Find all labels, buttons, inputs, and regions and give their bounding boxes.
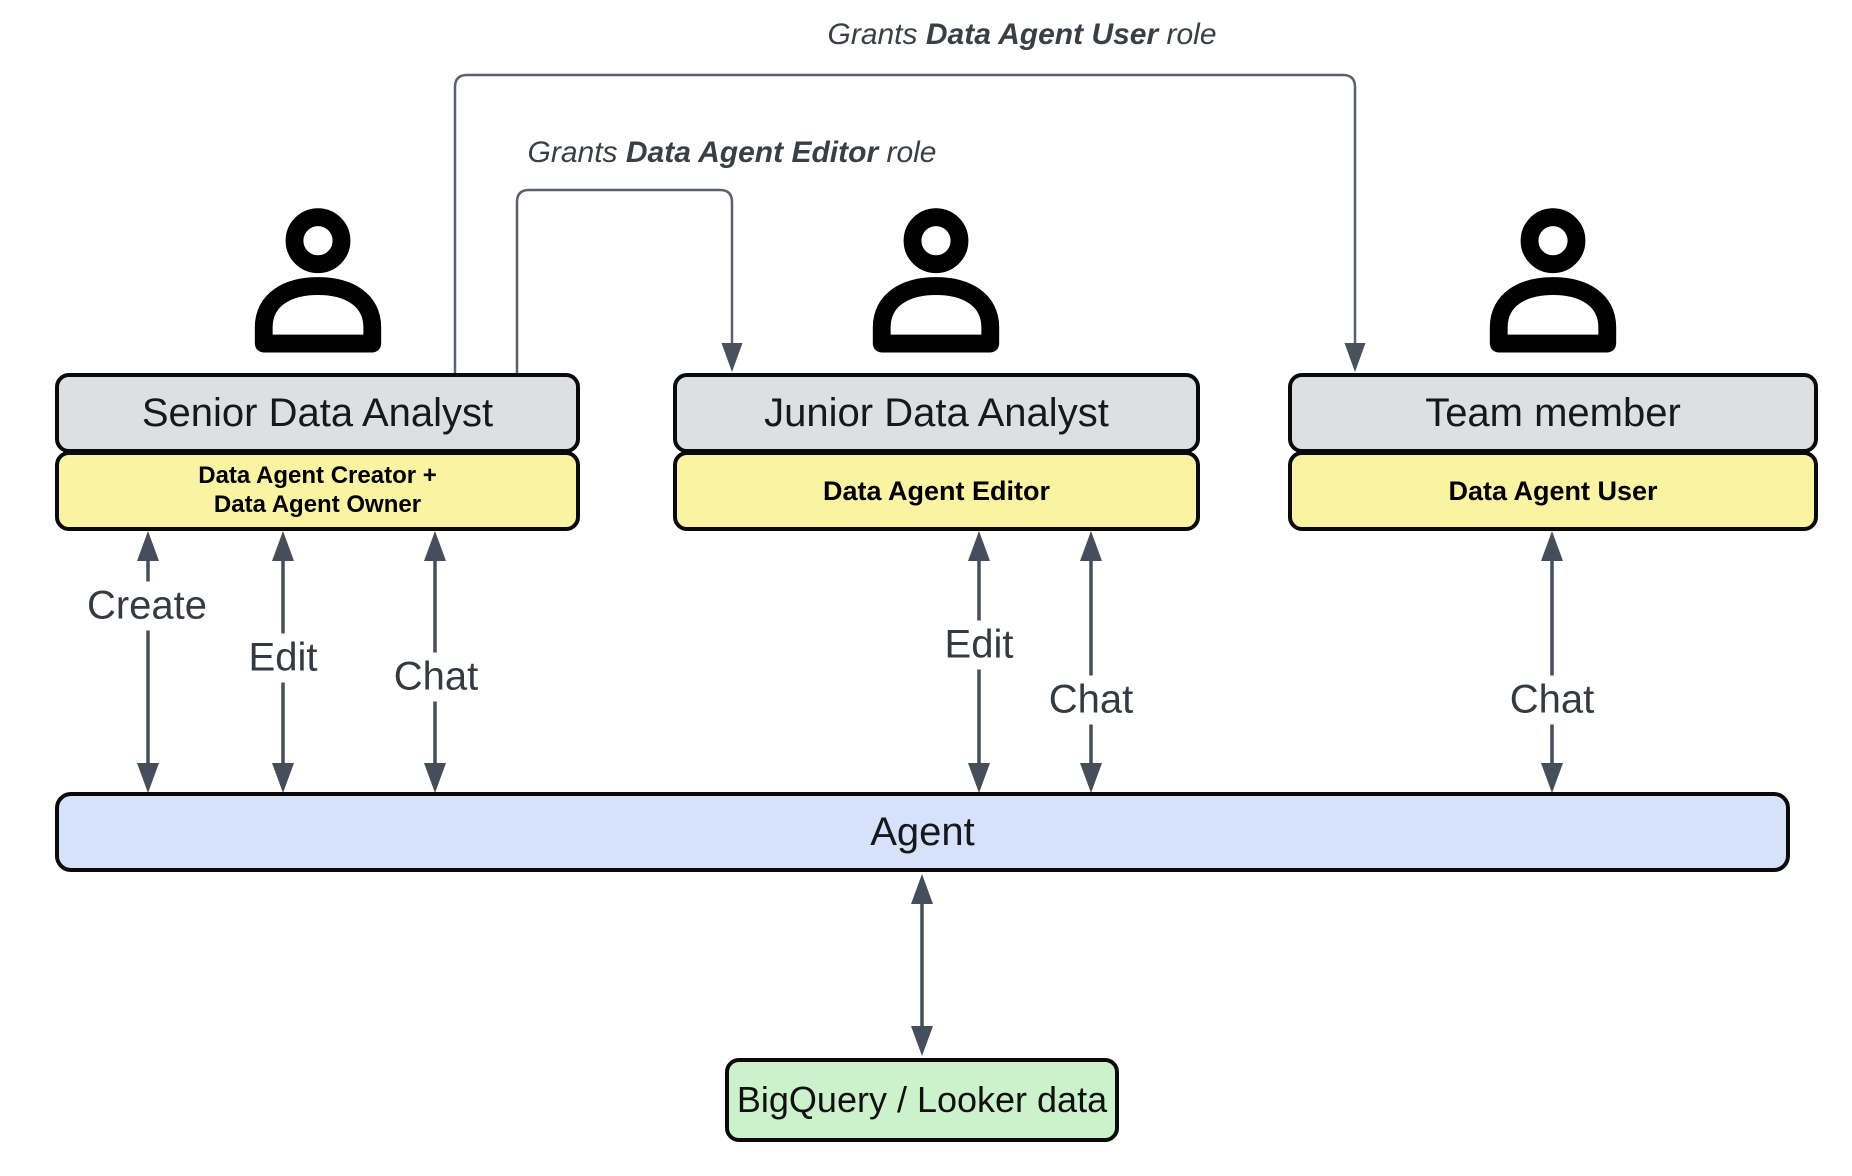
senior-title-box: Senior Data Analyst — [55, 373, 580, 453]
junior-role: Data Agent Editor — [822, 475, 1050, 506]
grant-editor-arrowhead-icon — [721, 343, 743, 372]
team-person-icon — [1489, 208, 1617, 353]
datastore-box: BigQuery / Looker data — [725, 1058, 1119, 1142]
senior-role-line1: Data Agent Creator + — [198, 462, 437, 490]
senior-role-line2: Data Agent Owner — [213, 491, 422, 518]
senior-role-box: Data Agent Creator + Data Agent Owner — [55, 451, 580, 531]
grant-editor-role-name: Data Agent Editor — [625, 136, 879, 169]
senior-chat-label: Chat — [385, 652, 487, 702]
grant-editor-suffix: role — [878, 136, 937, 169]
agent-datastore-arrow — [911, 874, 933, 1056]
team-chat-label: Chat — [1501, 675, 1603, 725]
grant-user-label: Grants Data Agent User role — [827, 18, 1216, 52]
junior-person-icon — [872, 208, 1000, 353]
team-chat-arrow — [1541, 531, 1563, 793]
create-label: Create — [78, 581, 216, 631]
team-title: Team member — [1425, 390, 1681, 435]
grant-editor-label: Grants Data Agent Editor role — [528, 136, 937, 170]
grant-editor-connector — [515, 188, 734, 373]
create-arrow — [137, 531, 159, 793]
team-role: Data Agent User — [1448, 475, 1658, 506]
senior-title: Senior Data Analyst — [141, 390, 494, 435]
agent-bar: Agent — [55, 792, 1790, 872]
grant-user-arrowhead-icon — [1344, 343, 1366, 372]
agent-label: Agent — [870, 809, 975, 854]
grant-editor-prefix: Grants — [527, 136, 626, 169]
team-title-box: Team member — [1288, 373, 1818, 453]
junior-edit-label: Edit — [936, 620, 1022, 670]
datastore-label: BigQuery / Looker data — [736, 1079, 1108, 1120]
grant-user-role-name: Data Agent User — [925, 18, 1159, 51]
grant-user-suffix: role — [1158, 18, 1217, 51]
grant-user-prefix: Grants — [827, 18, 926, 51]
senior-person-icon — [254, 208, 382, 353]
junior-title: Junior Data Analyst — [764, 390, 1109, 435]
senior-edit-label: Edit — [240, 633, 326, 683]
junior-title-box: Junior Data Analyst — [673, 373, 1200, 453]
team-role-box: Data Agent User — [1288, 451, 1818, 531]
junior-chat-arrow — [1080, 531, 1102, 793]
junior-role-box: Data Agent Editor — [673, 451, 1200, 531]
junior-chat-label: Chat — [1040, 675, 1142, 725]
